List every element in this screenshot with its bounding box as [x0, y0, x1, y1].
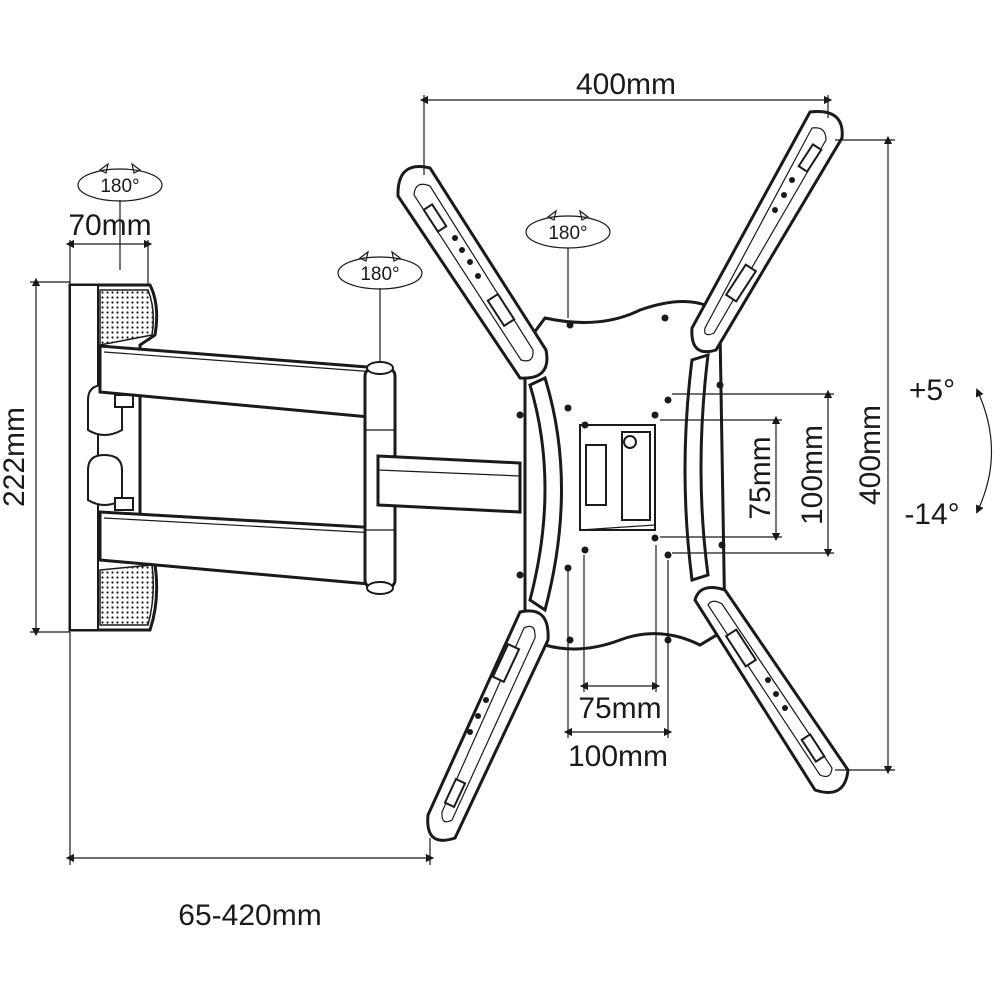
tilt-up-label: +5° [909, 374, 955, 407]
vesa-outer-v-label: 100mm [796, 425, 829, 525]
vesa-rail-lower-right [693, 586, 850, 794]
arm-swivel-label: 180° [360, 264, 399, 285]
vesa-inner-v-label: 75mm [744, 436, 777, 519]
extension-label: 65-420mm [178, 899, 321, 932]
vesa-inner-h-label: 75mm [578, 692, 661, 725]
plate-height-label: 400mm [854, 405, 887, 505]
wall-plate [68, 283, 159, 632]
plate-rotation-label: 180° [548, 223, 587, 244]
wall-plate-height-label: 222mm [0, 407, 31, 507]
plate-width-label: 400mm [576, 68, 676, 101]
dimension-lines [30, 95, 993, 865]
vesa-rail-upper-right [690, 110, 844, 354]
vesa-rail-lower-left [426, 609, 550, 842]
wall-swivel-label: 180° [100, 176, 139, 197]
tilt-down-label: -14° [904, 498, 959, 531]
rotation-indicators [77, 162, 611, 290]
vesa-rail-upper-left [396, 165, 549, 380]
short-arm [376, 454, 522, 514]
right-rib [683, 352, 710, 582]
swing-arms [98, 344, 522, 595]
vesa-outer-h-label: 100mm [568, 740, 668, 773]
left-rib [528, 375, 563, 613]
tv-plate [516, 300, 727, 651]
wall-plate-width-label: 70mm [68, 209, 151, 242]
